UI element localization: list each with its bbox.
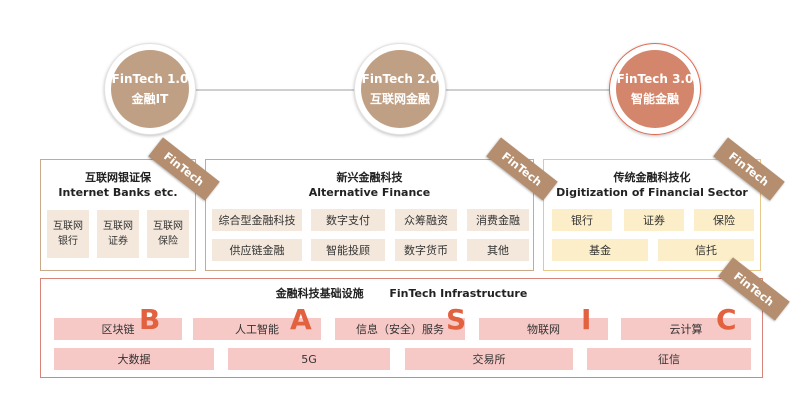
stage-1-name: 金融IT bbox=[131, 92, 169, 106]
alt-finance-item: 众筹融资 bbox=[395, 209, 457, 231]
alt-finance-item: 综合型金融科技 bbox=[212, 209, 302, 231]
panel-alternative-finance: 新兴金融科技 Alternative Finance 综合型金融科技 数字支付 … bbox=[205, 159, 534, 271]
alt-finance-item: 其他 bbox=[467, 239, 529, 261]
digitization-item: 信托 bbox=[658, 239, 754, 261]
basis-letter-c: C bbox=[716, 303, 737, 336]
basis-letter-s: S bbox=[446, 303, 467, 336]
digitization-item: 基金 bbox=[552, 239, 648, 261]
digitization-item: 保险 bbox=[694, 209, 754, 231]
item-line: 互联网 bbox=[153, 221, 183, 232]
stage-3-name: 智能金融 bbox=[630, 92, 679, 106]
item-line: 保险 bbox=[158, 236, 178, 247]
internet-insurance-item: 互联网 保险 bbox=[147, 210, 189, 258]
infrastructure-title-en: FinTech Infrastructure bbox=[389, 287, 528, 300]
stage-1-version: FinTech 1.0 bbox=[111, 72, 189, 86]
infra-item-blockchain: 区块链 bbox=[54, 318, 182, 340]
infra-item-ai: 人工智能 bbox=[193, 318, 321, 340]
panel-digitization: 传统金融科技化 Digitization of Financial Sector… bbox=[543, 159, 761, 271]
item-line: 互联网 bbox=[53, 221, 83, 232]
internet-bank-item: 互联网 银行 bbox=[47, 210, 89, 258]
panel-alternative-finance-title-cn: 新兴金融科技 bbox=[336, 171, 403, 184]
digitization-item: 证券 bbox=[624, 209, 684, 231]
infrastructure-title: 金融科技基础设施 FinTech Infrastructure bbox=[41, 286, 762, 301]
item-line: 证券 bbox=[108, 236, 128, 247]
panel-digitization-title-en: Digitization of Financial Sector bbox=[556, 186, 748, 199]
stage-2-circle: FinTech 2.0 互联网金融 bbox=[361, 50, 439, 128]
alt-finance-item: 消费金融 bbox=[467, 209, 529, 231]
infra-item-credit: 征信 bbox=[587, 348, 751, 370]
alt-finance-item: 数字货币 bbox=[395, 239, 457, 261]
infra-item-security: 信息（安全）服务 bbox=[335, 318, 465, 340]
infra-item-exchange: 交易所 bbox=[405, 348, 573, 370]
basis-letter-i: I bbox=[581, 303, 592, 336]
stage-3-circle: FinTech 3.0 智能金融 bbox=[616, 50, 694, 128]
alt-finance-item: 供应链金融 bbox=[212, 239, 302, 261]
panel-alternative-finance-title-en: Alternative Finance bbox=[308, 186, 431, 199]
infrastructure-title-cn: 金融科技基础设施 bbox=[275, 287, 364, 300]
basis-letter-a: A bbox=[290, 303, 312, 336]
digitization-item: 银行 bbox=[552, 209, 612, 231]
stage-2-version: FinTech 2.0 bbox=[361, 72, 439, 86]
panel-internet-banks: 互联网银证保 Internet Banks etc. 互联网 银行 互联网 证券… bbox=[40, 159, 196, 271]
stage-2-name: 互联网金融 bbox=[369, 92, 430, 106]
infra-item-iot: 物联网 bbox=[479, 318, 608, 340]
panel-digitization-title-cn: 传统金融科技化 bbox=[613, 171, 691, 184]
basis-letter-b: B bbox=[139, 303, 161, 336]
item-line: 互联网 bbox=[103, 221, 133, 232]
item-line: 银行 bbox=[58, 236, 78, 247]
infra-item-bigdata: 大数据 bbox=[54, 348, 214, 370]
alt-finance-item: 数字支付 bbox=[311, 209, 385, 231]
panel-internet-banks-title-cn: 互联网银证保 bbox=[85, 171, 151, 184]
panel-internet-banks-title-en: Internet Banks etc. bbox=[58, 186, 178, 199]
alt-finance-item: 智能投顾 bbox=[311, 239, 385, 261]
infra-item-5g: 5G bbox=[228, 348, 390, 370]
stage-3-version: FinTech 3.0 bbox=[616, 72, 694, 86]
stage-1-circle: FinTech 1.0 金融IT bbox=[111, 50, 189, 128]
internet-securities-item: 互联网 证券 bbox=[97, 210, 139, 258]
infra-item-cloud: 云计算 bbox=[621, 318, 751, 340]
